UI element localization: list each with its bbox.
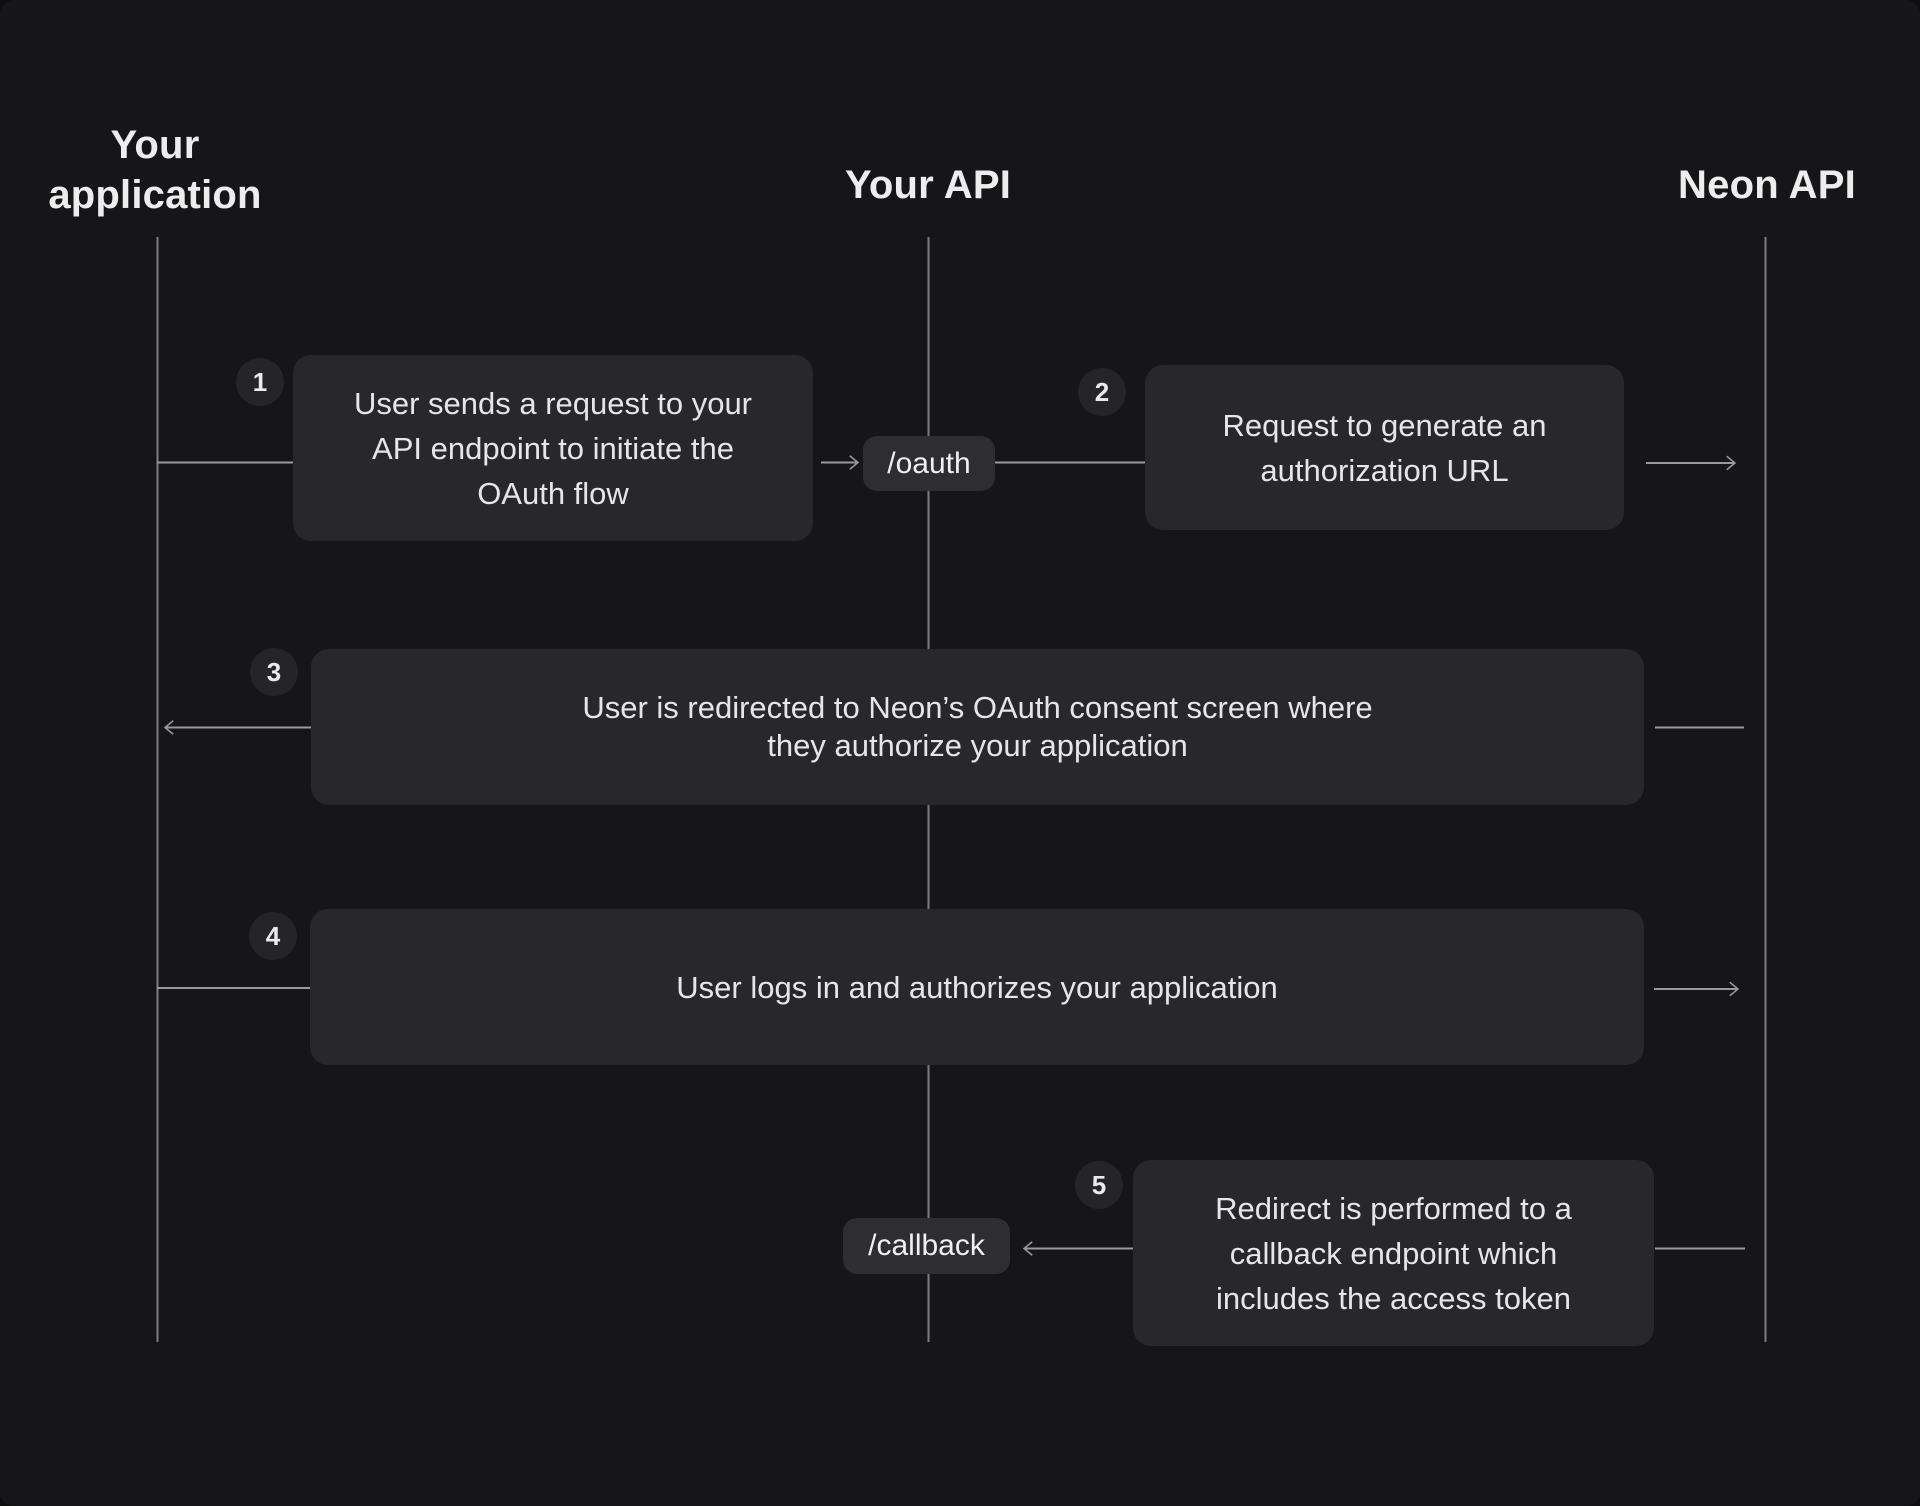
oauth-endpoint-chip: /oauth xyxy=(863,436,995,491)
step-5-text-line: Redirect is performed to a xyxy=(1215,1190,1572,1226)
step-2-text-line: Request to generate an xyxy=(1222,407,1547,443)
lane-header-neon-api: Neon API xyxy=(1678,163,1856,207)
step-4-box: User logs in and authorizes your applica… xyxy=(310,909,1644,1065)
step-2-number-badge: 2 xyxy=(1078,368,1126,416)
step-5-box: Redirect is performed to a callback endp… xyxy=(1133,1160,1654,1346)
step-1-box: User sends a request to your API endpoin… xyxy=(293,355,813,541)
step-4-number-badge: 4 xyxy=(249,912,297,960)
step-5-text-line: includes the access token xyxy=(1216,1280,1571,1316)
lane-header-your-api: Your API xyxy=(844,163,1012,207)
step-2-box: Request to generate an authorization URL xyxy=(1145,365,1624,530)
step-1-text-line: OAuth flow xyxy=(477,475,629,511)
step-3-number-badge: 3 xyxy=(250,648,298,696)
callback-endpoint-chip: /callback xyxy=(843,1218,1010,1274)
step-1-text-line: User sends a request to your xyxy=(353,385,753,421)
step-5-number-badge: 5 xyxy=(1075,1161,1123,1209)
step-4-text-line: User logs in and authorizes your applica… xyxy=(676,969,1278,1005)
step-1-number-badge: 1 xyxy=(236,358,284,406)
step-3-text-line: User is redirected to Neon’s OAuth conse… xyxy=(582,690,1373,725)
step-1-text-line: API endpoint to initiate the xyxy=(372,430,734,466)
step-2-text-line: authorization URL xyxy=(1260,452,1509,488)
lane-header-your-application: Your application xyxy=(48,123,262,217)
step-3-text-line: they authorize your application xyxy=(767,728,1188,763)
step-5-text-line: callback endpoint which xyxy=(1229,1235,1558,1271)
step-3-box: User is redirected to Neon’s OAuth conse… xyxy=(311,649,1644,805)
